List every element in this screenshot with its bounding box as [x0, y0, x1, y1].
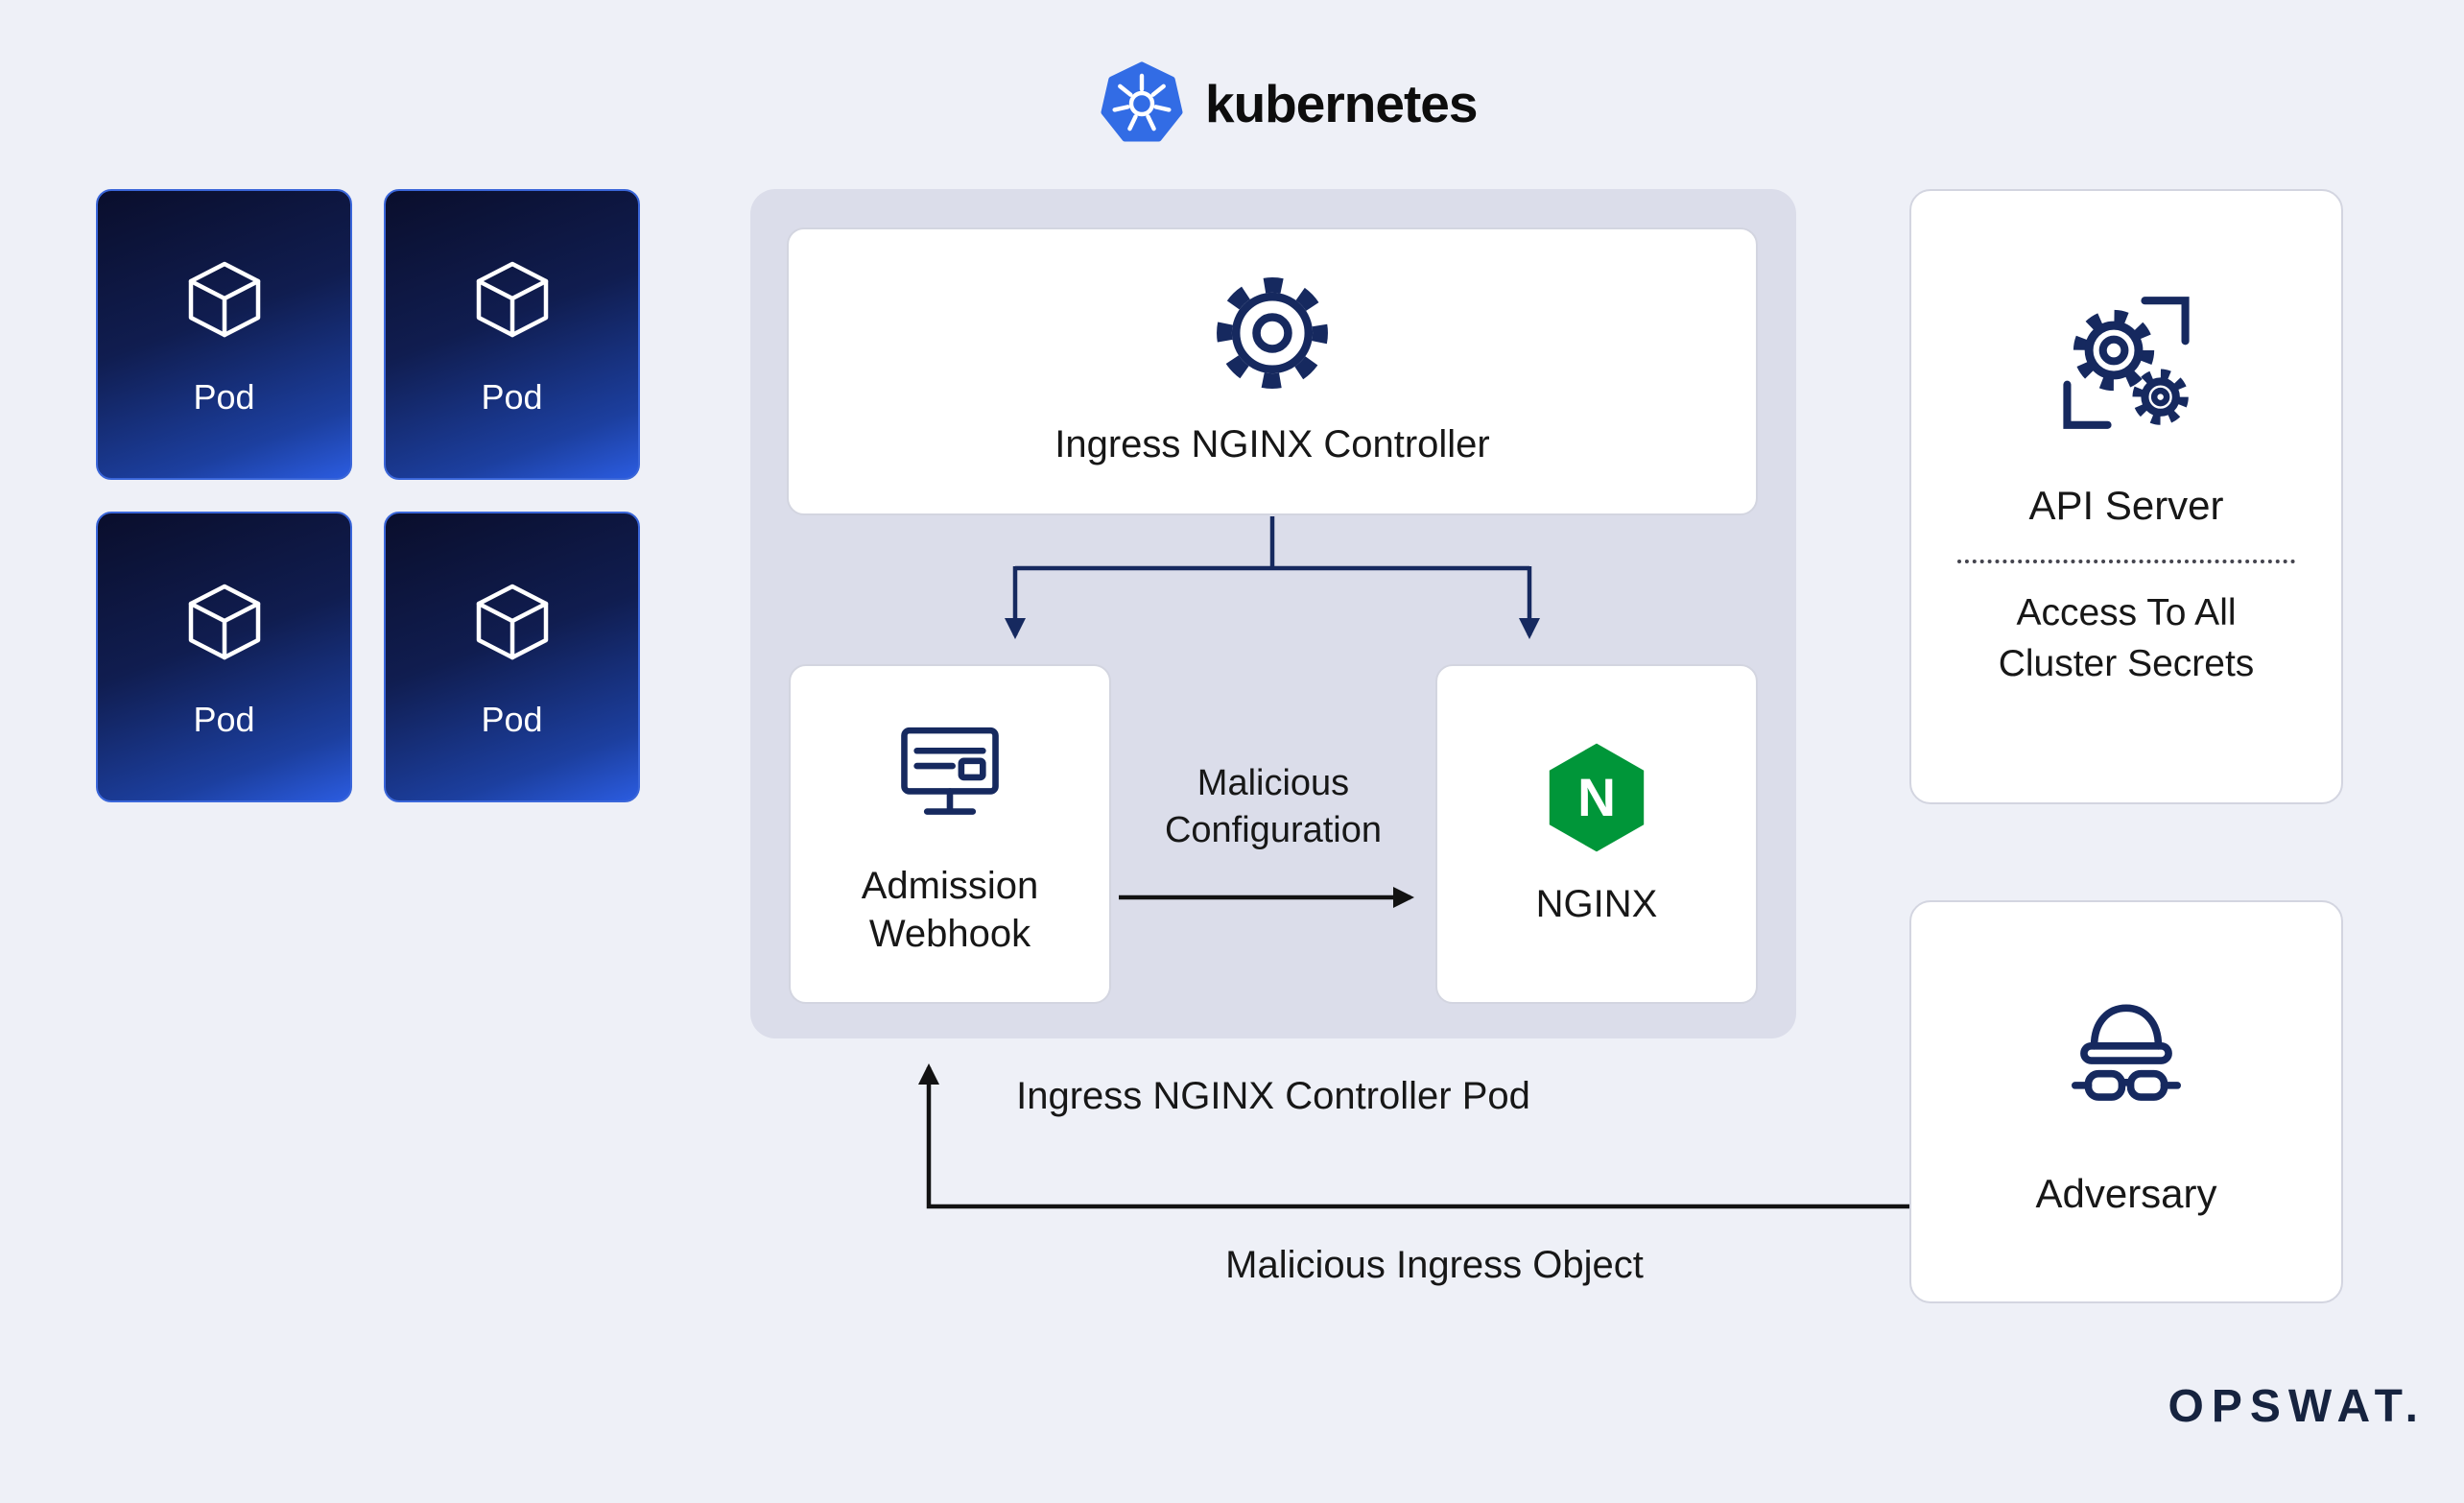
opswat-logo: OPSWAT.: [2168, 1381, 2426, 1432]
monitor-icon: [901, 727, 999, 815]
cube-icon: [188, 584, 260, 659]
pod-tile: Pod: [384, 189, 640, 480]
ingress-nginx-controller-label: Ingress NGINX Controller: [1054, 423, 1490, 465]
pod-tile: Pod: [96, 189, 352, 480]
pod-tile: Pod: [384, 512, 640, 802]
nginx-icon: N: [1549, 743, 1645, 852]
cube-icon: [188, 261, 260, 337]
gear-icon: [1217, 277, 1328, 389]
nginx-logo-letter: N: [1577, 768, 1616, 827]
adversary-label: Adversary: [2035, 1170, 2217, 1216]
kubernetes-header: kubernetes: [1100, 61, 1478, 146]
cube-icon: [476, 584, 548, 659]
api-server-title: API Server: [2028, 483, 2224, 528]
pod-tile: Pod: [96, 512, 352, 802]
admission-webhook-card: Admission Webhook: [789, 664, 1111, 1004]
pod-label: Pod: [481, 376, 543, 417]
cube-icon: [476, 261, 548, 337]
admission-webhook-label: Admission Webhook: [861, 865, 1039, 955]
api-server-card: API Server Access To All Cluster Secrets: [1909, 189, 2343, 804]
api-server-subtitle: Access To All Cluster Secrets: [1998, 592, 2255, 684]
adversary-card: Adversary: [1909, 900, 2343, 1303]
nginx-card: N NGINX: [1435, 664, 1758, 1004]
ingress-nginx-controller-card: Ingress NGINX Controller: [787, 227, 1758, 515]
kubernetes-title: kubernetes: [1205, 74, 1478, 133]
malicious-ingress-object-label: Malicious Ingress Object: [1225, 1244, 1644, 1286]
dotted-divider: [1957, 560, 2295, 563]
kubernetes-logo-icon: [1101, 61, 1183, 142]
nginx-label: NGINX: [1535, 883, 1658, 925]
pod-label: Pod: [193, 376, 255, 417]
ingress-controller-pod-panel: Ingress NGINX Controller Admission Webho…: [750, 189, 1796, 1038]
malicious-configuration-label: Malicious Configuration: [1164, 763, 1383, 851]
pod-label: Pod: [481, 699, 543, 739]
pod-label: Pod: [193, 699, 255, 739]
controller-pod-caption: Ingress NGINX Controller Pod: [1016, 1075, 1530, 1117]
adversary-icon: [2072, 1004, 2181, 1101]
api-server-gears-icon: [2063, 297, 2190, 429]
